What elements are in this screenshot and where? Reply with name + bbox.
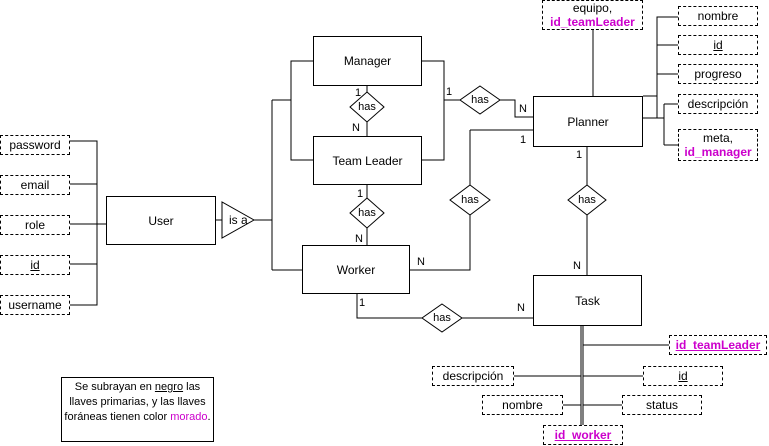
isa-label: is a — [229, 213, 248, 227]
attr-user-email: email — [0, 175, 70, 195]
attr-task-nombre: nombre — [482, 395, 563, 415]
has-worker-task-label: has — [433, 312, 451, 324]
cardinality-manager-planner-1: 1 — [446, 86, 453, 98]
attr-planner-id-teamleader: id_teamLeader — [550, 15, 635, 29]
has-worker-planner-label: has — [461, 194, 479, 206]
attr-planner-equipo-text: equipo, — [572, 1, 613, 15]
attr-planner-progreso: progreso — [678, 64, 758, 84]
note-text-1: Se subrayan en — [74, 381, 152, 393]
cardinality-planner-task-1: 1 — [576, 149, 583, 161]
cardinality-worker-n: N — [355, 233, 363, 245]
attr-planner-meta: meta, id_manager — [678, 129, 758, 161]
cardinality-worker-planner-n: N — [417, 256, 425, 268]
cardinality-manager-1: 1 — [355, 87, 362, 99]
team-leader-entity: Team Leader — [313, 136, 422, 185]
cardinality-task-worker-n: N — [517, 302, 525, 314]
cardinality-planner-n: N — [519, 103, 527, 115]
has-teamleader-worker-label: has — [358, 207, 376, 219]
attr-task-id-teamleader: id_teamLeader — [669, 335, 767, 355]
legend-note: Se subrayan en negro las llaves primaria… — [61, 377, 214, 442]
attr-planner-nombre: nombre — [678, 6, 758, 26]
attr-user-username: username — [0, 295, 70, 315]
cardinality-teamleader-1: 1 — [357, 188, 364, 200]
attr-planner-id-manager: id_manager — [684, 145, 752, 159]
attr-task-descripcion: descripción — [432, 366, 514, 386]
cardinality-task-n: N — [573, 260, 581, 272]
attr-task-id-worker: id_worker — [543, 425, 623, 445]
note-text-2: las llaves primarias, y las llaves forán… — [64, 381, 206, 423]
note-text-end: . — [207, 411, 211, 423]
note-text-morado: morado — [170, 411, 208, 423]
attr-planner-equipo: equipo, id_teamLeader — [542, 0, 643, 30]
manager-entity: Manager — [313, 36, 422, 86]
attr-task-status: status — [622, 395, 702, 415]
note-text-negro: negro — [154, 381, 184, 393]
cardinality-worker-task-1: 1 — [359, 297, 366, 309]
attr-user-role: role — [0, 215, 70, 235]
task-entity: Task — [533, 275, 642, 326]
planner-entity: Planner — [533, 96, 643, 147]
attr-user-id: id — [0, 255, 70, 275]
user-entity: User — [106, 196, 216, 245]
attr-planner-descripcion: descripción — [678, 94, 758, 114]
attr-planner-meta-text: meta, — [702, 131, 733, 145]
has-planner-task-label: has — [578, 194, 596, 206]
has-manager-teamleader-label: has — [358, 101, 376, 113]
has-manager-planner-label: has — [471, 94, 489, 106]
cardinality-teamleader-n: N — [352, 122, 360, 134]
attr-task-id: id — [643, 366, 723, 386]
worker-entity: Worker — [302, 245, 410, 294]
attr-user-password: password — [0, 135, 70, 155]
cardinality-planner-worker-1: 1 — [520, 134, 527, 146]
attr-planner-id: id — [678, 35, 758, 55]
